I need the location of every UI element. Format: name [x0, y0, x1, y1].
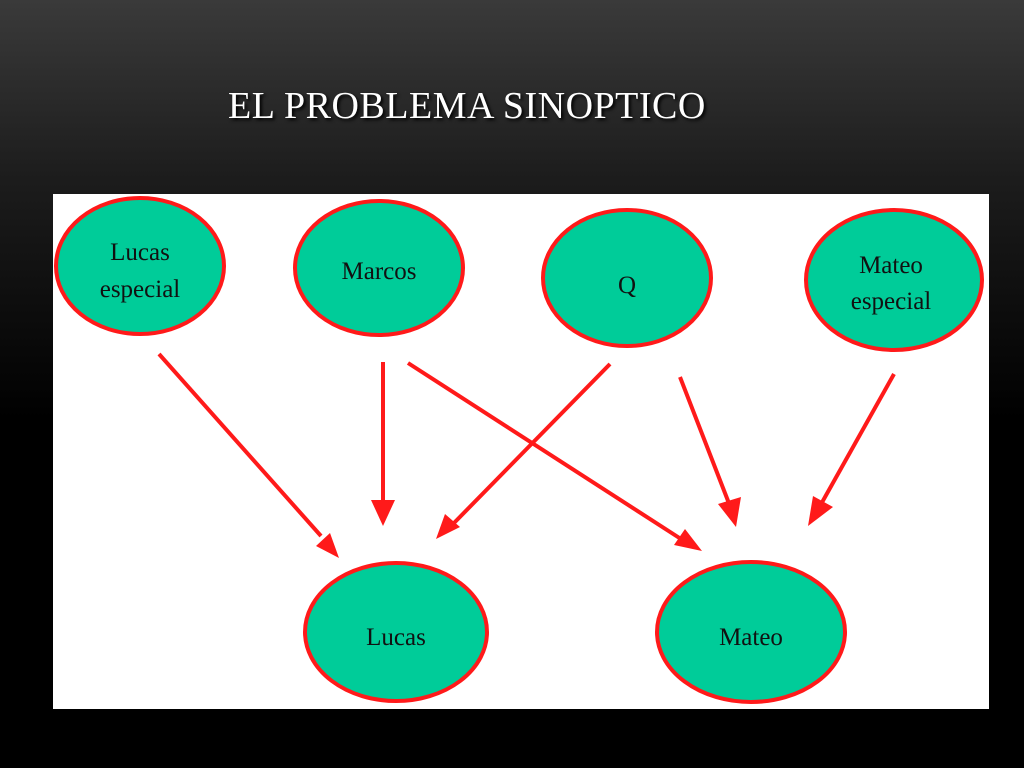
node-label: especial — [851, 288, 932, 315]
node-label: Lucas — [110, 239, 170, 266]
diagram-panel: Lucas especial Marcos Q Mateo especial L… — [53, 194, 989, 709]
arrow-marcos-to-mateo — [406, 361, 702, 551]
arrow-mateo-especial-to-mateo — [808, 373, 896, 526]
arrow-q-to-lucas — [436, 362, 612, 539]
node-q: Q — [541, 208, 713, 348]
node-label: Marcos — [342, 258, 417, 285]
arrow-q-to-mateo — [678, 376, 741, 527]
arrow-marcos-to-lucas — [371, 362, 395, 526]
node-label: Mateo — [859, 252, 923, 279]
node-lucas-especial: Lucas especial — [54, 196, 226, 336]
node-lucas: Lucas — [303, 561, 489, 703]
slide-title: EL PROBLEMA SINOPTICO — [228, 85, 706, 127]
node-label: Mateo — [719, 624, 783, 651]
node-label: especial — [100, 276, 181, 303]
node-mateo-especial: Mateo especial — [804, 208, 984, 352]
node-mateo: Mateo — [655, 560, 847, 704]
node-label: Q — [618, 272, 636, 299]
arrow-lucas-especial-to-lucas — [157, 352, 339, 558]
node-label: Lucas — [366, 624, 426, 651]
synoptic-diagram: Lucas especial Marcos Q Mateo especial L… — [54, 196, 984, 704]
node-marcos: Marcos — [293, 199, 465, 337]
arrows — [157, 352, 896, 558]
